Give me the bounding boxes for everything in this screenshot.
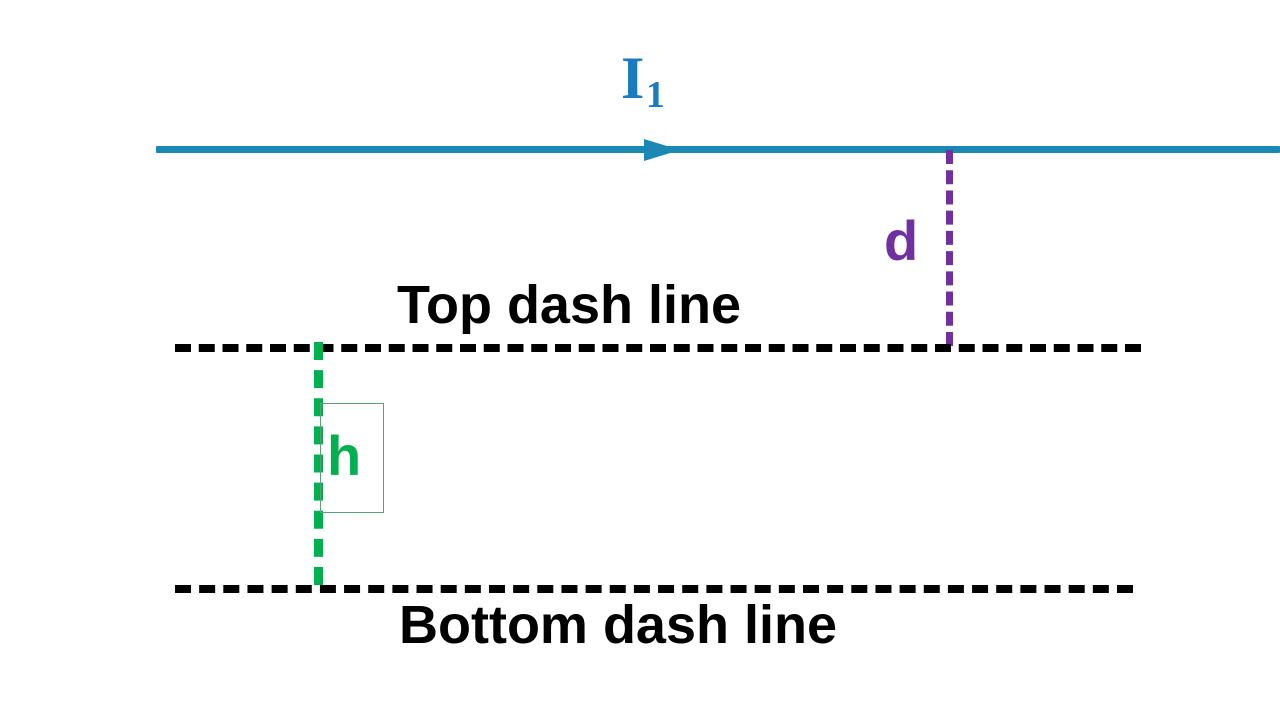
bottom-dashed-line [175,585,1133,593]
height-h-dashed-line [314,342,323,585]
bottom-dash-line-label: Bottom dash line [399,595,838,655]
height-h-textbox[interactable] [320,403,384,513]
top-dashed-line [175,344,1141,352]
top-dash-line-label: Top dash line [397,275,742,335]
current-label-i1: I1 [621,45,665,114]
current-label-main: I [621,45,645,111]
distance-d-dashed-line [946,150,953,346]
distance-d-label: d [884,209,919,272]
current-direction-arrow-icon [644,139,680,161]
height-h-label: h [327,424,362,487]
current-wire [156,146,1280,153]
current-label-subscript: 1 [645,74,666,116]
